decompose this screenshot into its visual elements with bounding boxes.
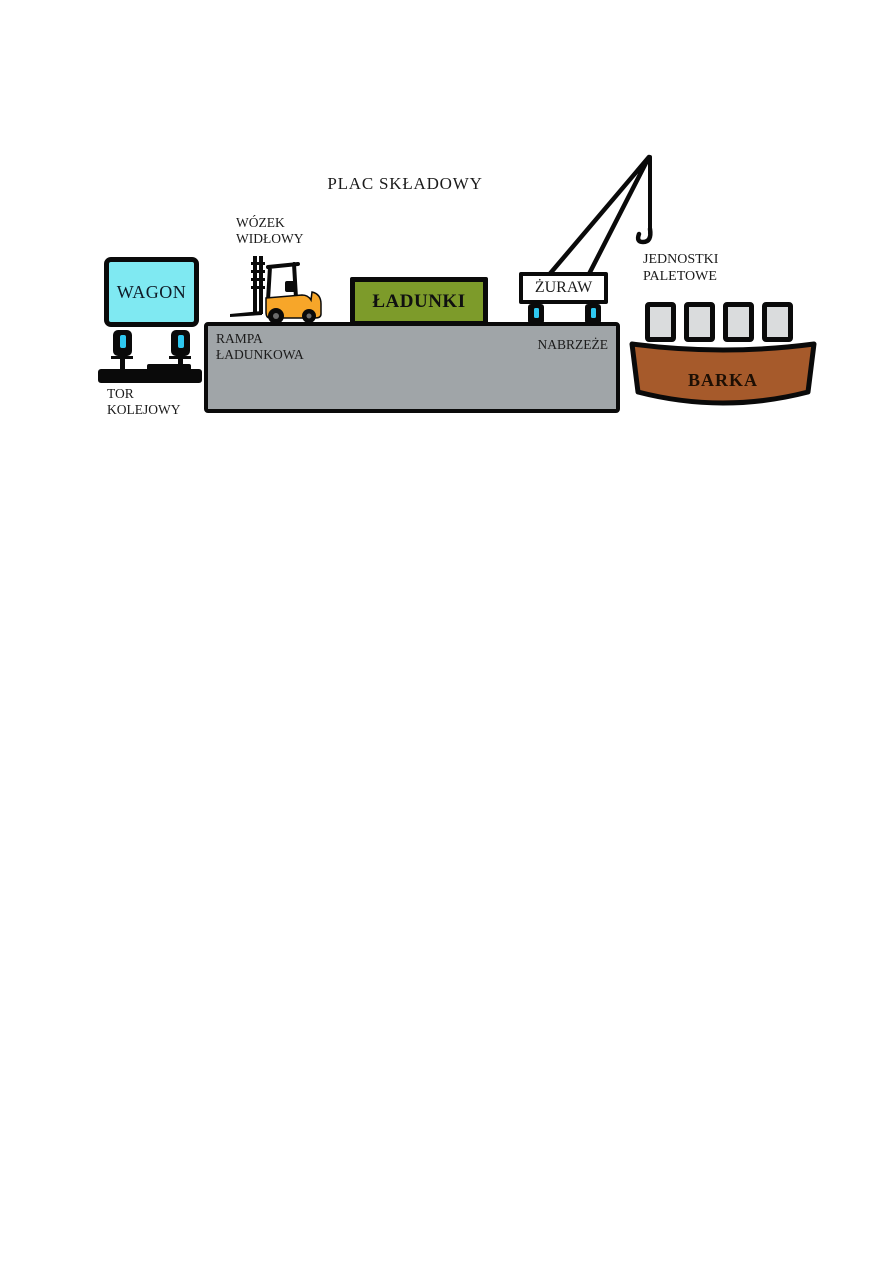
loading-ramp: RAMPA ŁADUNKOWA NABRZEŻE: [204, 322, 620, 413]
forklift-seat: [285, 281, 296, 292]
crane-hook-icon: [635, 226, 653, 245]
barge-hull-icon: [629, 341, 817, 406]
railway-track-bar: [98, 369, 202, 383]
wheel-slot: [177, 335, 184, 348]
crane-leg-slot: [590, 308, 596, 318]
storage-yard-label: PLAC SKŁADOWY: [327, 174, 483, 193]
crane-label: ŻURAW: [534, 279, 593, 296]
barge-label: BARKA: [687, 370, 758, 390]
cargo-box: ŁADUNKI: [350, 277, 488, 326]
pallet-units-label: JEDNOSTKI PALETOWE: [643, 252, 719, 284]
rail-profile-icon: [110, 356, 134, 371]
wagon-label: WAGON: [116, 281, 187, 302]
pallet-unit-box: [762, 302, 793, 342]
forklift-label: WÓZEK WIDŁOWY: [236, 215, 304, 246]
loading-ramp-label: RAMPA ŁADUNKOWA: [216, 331, 304, 362]
wagon-box: WAGON: [104, 257, 199, 327]
railway-track-plate: [147, 364, 191, 372]
crane-boom-icon: [545, 154, 653, 279]
crane-leg: [585, 304, 601, 324]
quay-label: NABRZEŻE: [537, 337, 609, 352]
wagon-wheel-icon: [113, 330, 132, 356]
railway-track-label: TOR KOLEJOWY: [107, 386, 181, 417]
crane-box: ŻURAW: [519, 272, 608, 304]
overhead-guard: [266, 262, 300, 302]
forklift-icon: [230, 256, 322, 324]
wagon-wheel-icon: [171, 330, 190, 356]
cargo-label: ŁADUNKI: [372, 290, 466, 312]
wheel-slot: [119, 335, 126, 348]
pallet-unit-box: [645, 302, 676, 342]
crane-leg-slot: [533, 308, 539, 318]
crane-leg: [528, 304, 544, 324]
pallet-unit-box: [723, 302, 754, 342]
pallet-unit-box: [684, 302, 715, 342]
fork-blade: [230, 311, 262, 317]
